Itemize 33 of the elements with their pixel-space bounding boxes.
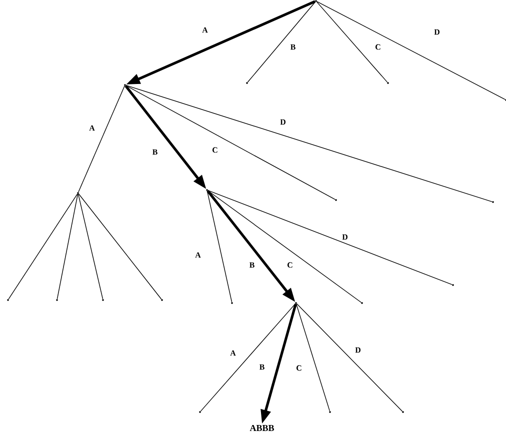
branch-line <box>208 190 362 303</box>
edge-label: A <box>194 251 202 259</box>
edge-label: D <box>433 28 441 36</box>
branch-line <box>247 2 316 82</box>
edge-label: C <box>295 364 303 372</box>
branch-line <box>316 1 506 100</box>
edge-label: D <box>354 346 362 354</box>
edge-label: C <box>211 146 219 154</box>
edge-label: C <box>374 43 382 51</box>
edge-label: A <box>88 124 96 132</box>
branch-line <box>126 84 492 202</box>
edge-label: B <box>248 261 256 269</box>
branch-line <box>200 303 296 412</box>
branch-line <box>126 85 336 200</box>
edge-label: A <box>201 26 209 34</box>
edge-label: B <box>258 363 266 371</box>
branch-line <box>296 304 330 412</box>
branch-line <box>296 303 403 412</box>
branch-line <box>78 86 125 192</box>
edge-label: B <box>151 148 159 156</box>
edge-label: B <box>289 43 297 51</box>
branch-line <box>56 194 78 300</box>
branch-line <box>316 1 388 83</box>
branch-line <box>208 190 452 285</box>
branch-line <box>206 190 232 302</box>
leaf-label: ABBB <box>250 425 274 431</box>
edge-label: D <box>279 118 287 126</box>
branch-line <box>78 194 162 300</box>
edge-label: A <box>229 349 237 357</box>
edge-label: D <box>341 233 349 241</box>
branch-line <box>78 194 104 300</box>
branch-line <box>8 194 78 300</box>
edge-label: C <box>286 261 294 269</box>
